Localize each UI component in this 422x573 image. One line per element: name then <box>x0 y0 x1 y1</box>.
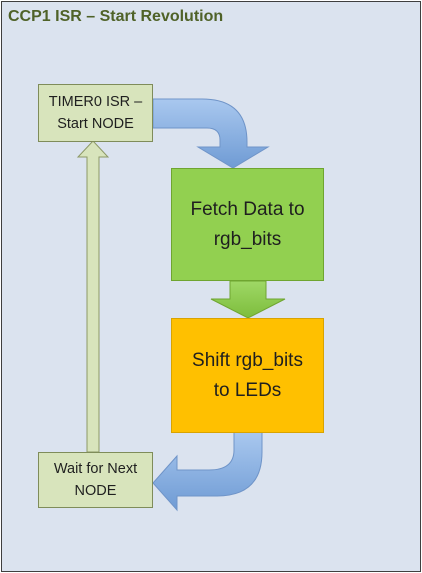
wait-next-line1: Wait for Next <box>53 461 138 477</box>
shift-rgb-line1: Shift rgb_bits <box>192 349 303 371</box>
fetch-data-node: Fetch Data to rgb_bits <box>171 168 324 281</box>
fetch-data-line1: Fetch Data to <box>190 198 305 220</box>
diagram-title: CCP1 ISR – Start Revolution <box>8 8 224 25</box>
timer0-isr-line1: TIMER0 ISR – <box>48 94 143 110</box>
shift-rgb-node: Shift rgb_bits to LEDs <box>171 318 324 433</box>
timer0-isr-node: TIMER0 ISR – Start NODE <box>38 84 153 142</box>
arrow-wait-to-timer <box>76 140 110 453</box>
fetch-data-line2: rgb_bits <box>213 228 282 250</box>
wait-next-line2: NODE <box>74 483 117 499</box>
arrow-shift-to-wait <box>152 431 263 512</box>
shift-rgb-line2: to LEDs <box>213 379 282 401</box>
arrow-timer-to-fetch <box>152 98 270 169</box>
timer0-isr-line2: Start NODE <box>57 116 134 132</box>
arrow-fetch-to-shift <box>210 280 286 319</box>
wait-next-node: Wait for Next NODE <box>38 452 153 508</box>
